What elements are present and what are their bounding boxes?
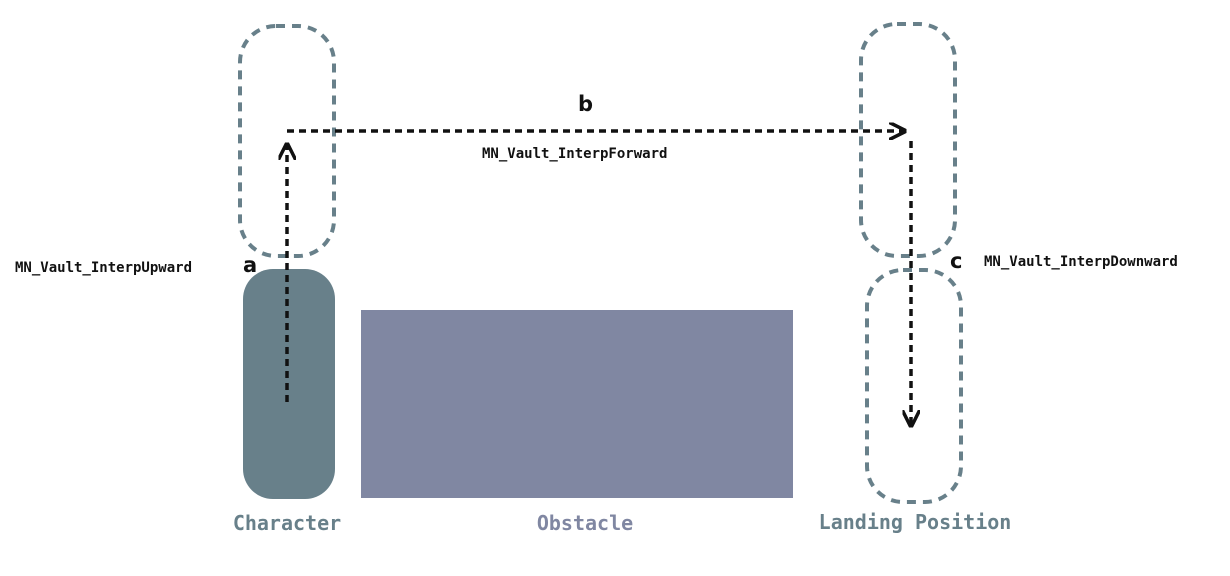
interp-upward-label: MN_Vault_InterpUpward <box>15 260 192 276</box>
obstacle-shape <box>361 310 793 498</box>
interp-downward-label: MN_Vault_InterpDownward <box>984 254 1178 270</box>
step-letter-a: a <box>243 253 257 277</box>
character-shape <box>243 269 335 499</box>
interp-forward-label: MN_Vault_InterpForward <box>482 146 667 162</box>
caption-obstacle: Obstacle <box>537 511 633 535</box>
forward-position-outline <box>859 22 957 258</box>
step-letter-b: b <box>578 92 593 116</box>
landing-position-outline <box>865 268 963 504</box>
raised-position-outline <box>238 24 336 258</box>
caption-landing: Landing Position <box>819 510 1012 534</box>
caption-character: Character <box>233 511 341 535</box>
step-letter-c: c <box>950 249 962 273</box>
